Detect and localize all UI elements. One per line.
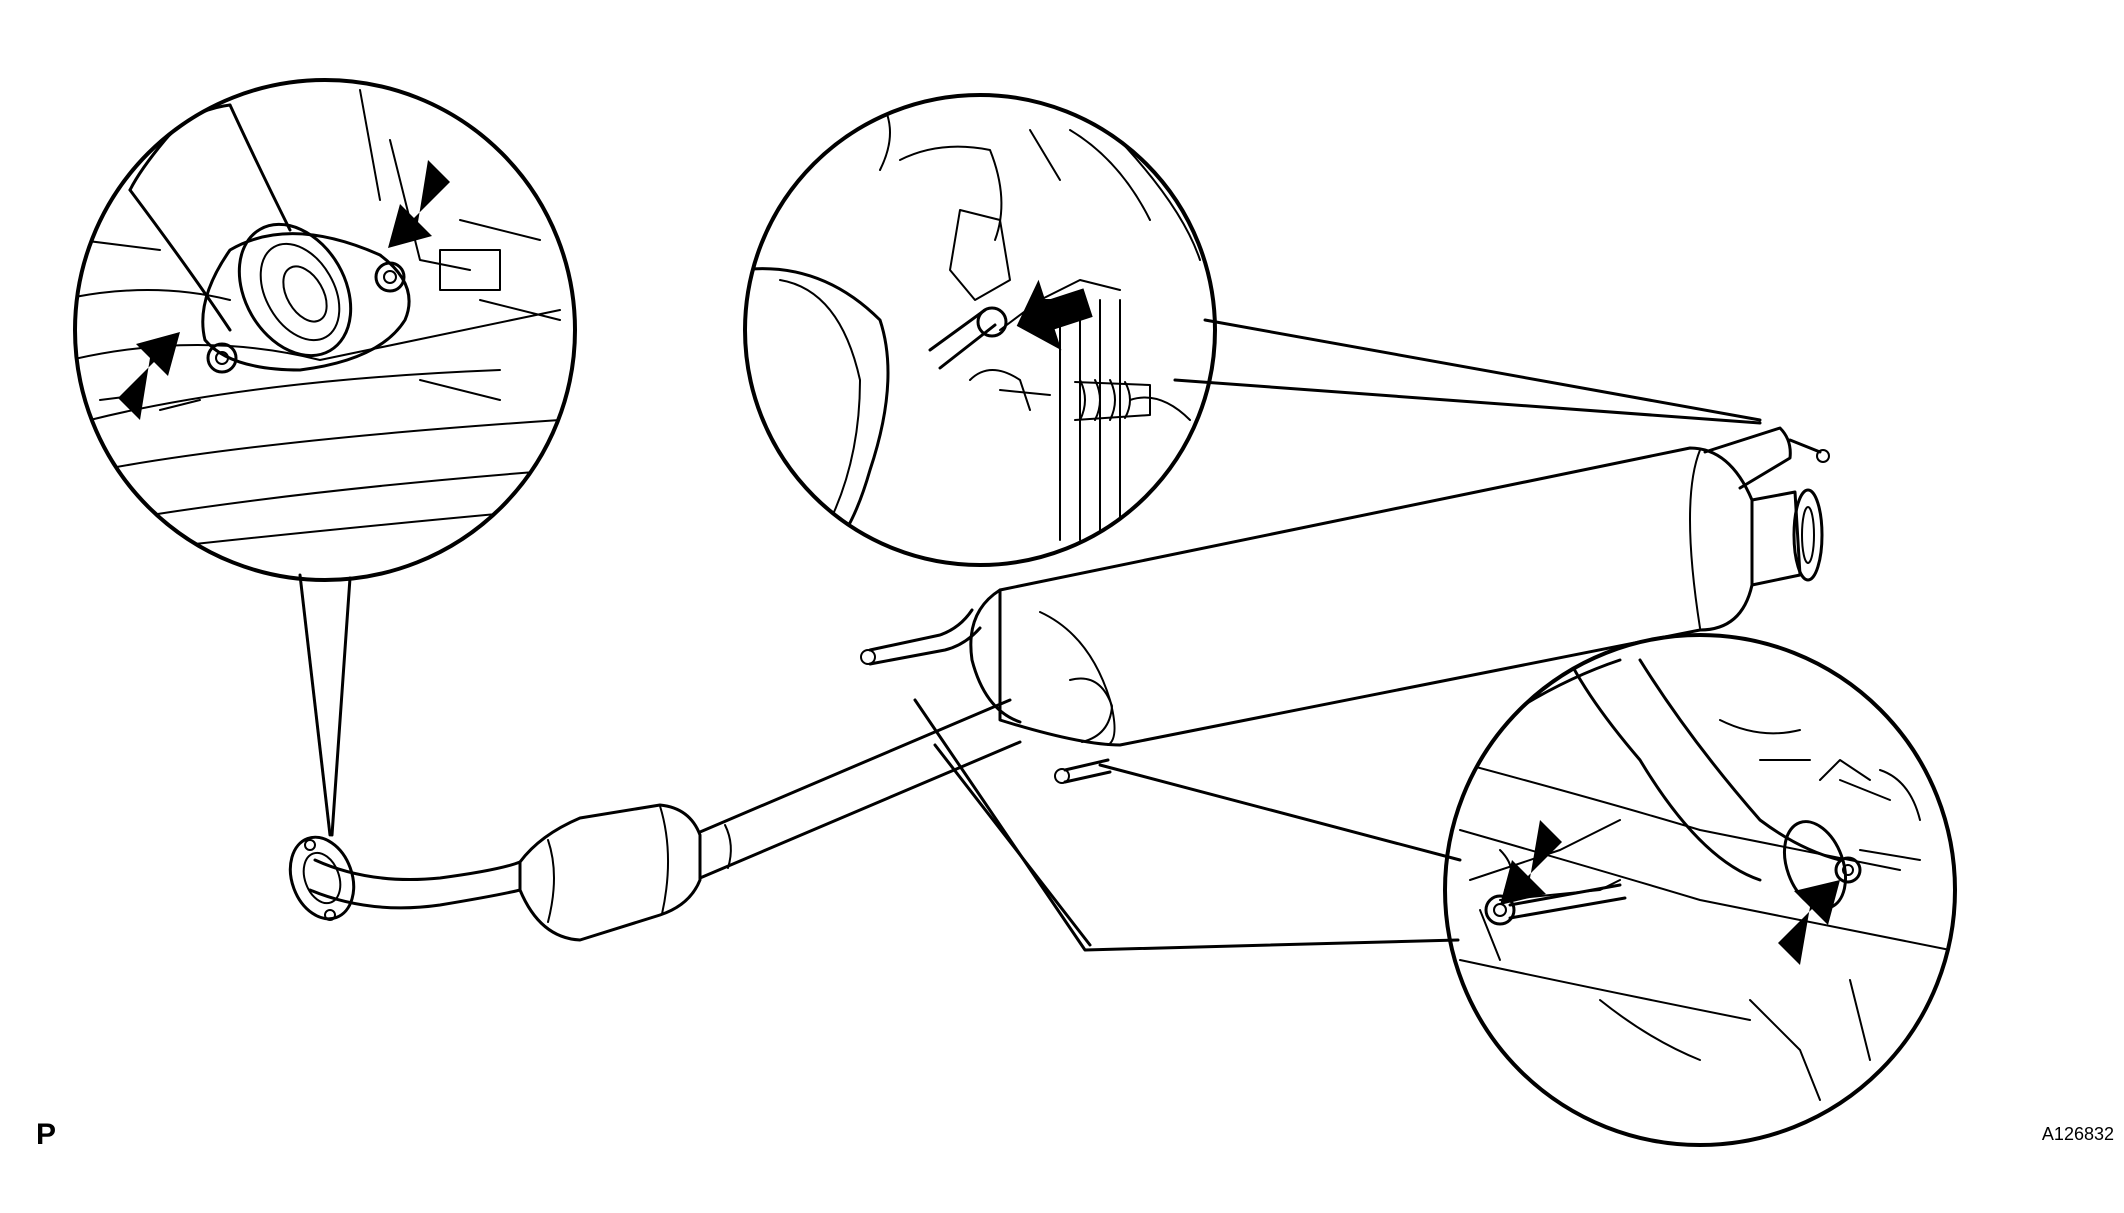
arrow-icon <box>118 160 450 420</box>
front-flange <box>288 835 356 921</box>
front-exhaust-pipe <box>308 698 1022 942</box>
figure-id: A126832 <box>2041 1124 2114 1144</box>
detail-front-flange-nuts <box>73 78 577 582</box>
arrow-icon <box>1500 820 1840 965</box>
detail-rear-hanger <box>743 93 1217 567</box>
detail-center-joint-bolts <box>1443 633 1957 1147</box>
tailpipe-muffler <box>860 426 1830 784</box>
leader-rear-hanger <box>1173 318 1762 425</box>
leader-front-flange <box>298 573 352 837</box>
arrow-icon <box>1016 279 1093 351</box>
leader-center-joint <box>913 698 1462 952</box>
view-label: P <box>36 1118 57 1151</box>
